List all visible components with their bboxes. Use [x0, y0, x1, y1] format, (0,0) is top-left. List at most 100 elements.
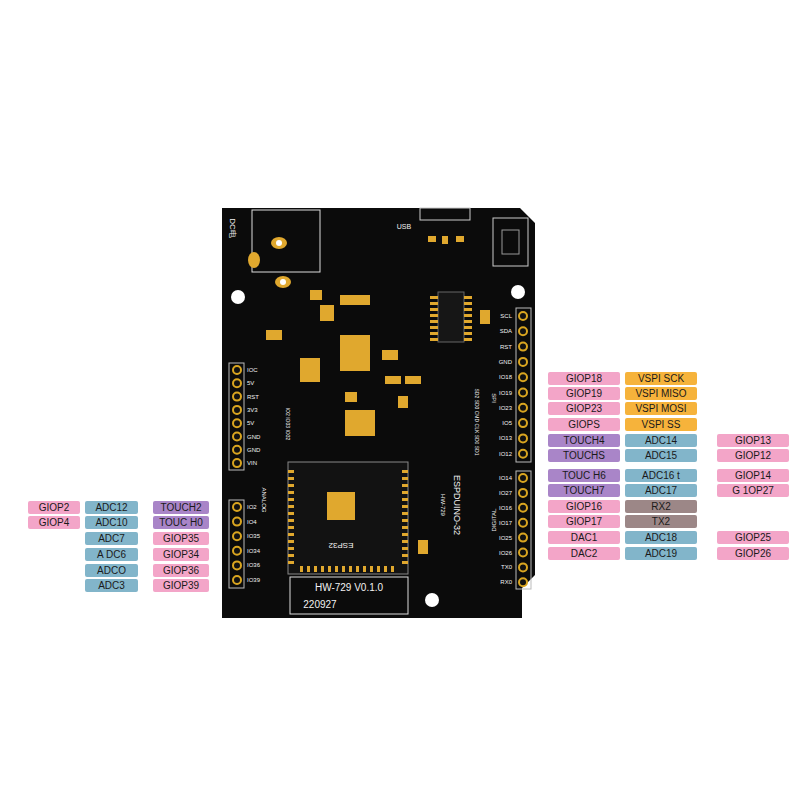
usb-connector [420, 208, 470, 220]
pin-function: GIOP18 [566, 373, 602, 384]
header-pin [519, 474, 527, 482]
module-ground-pad [327, 492, 355, 520]
silkscreen-label: IO13 [499, 435, 512, 441]
pad-hole [276, 240, 282, 246]
header-pin [519, 419, 527, 427]
solder-pad [288, 477, 294, 480]
solder-pad [402, 561, 408, 564]
pin-tag: GIOP34 [153, 548, 209, 561]
solder-pad [402, 477, 408, 480]
pin-tag: GIOP23 [548, 402, 620, 415]
solder-pad [402, 470, 408, 473]
pin-tag: TOUC H0 [153, 516, 209, 529]
solder-pad [349, 566, 352, 572]
silkscreen-label: IO4 [247, 519, 257, 525]
pin-function: TOUCH2 [161, 502, 202, 513]
pin-function: VSPI MISO [635, 388, 686, 399]
header-pin [519, 504, 527, 512]
silkscreen-label: IO16 [499, 505, 512, 511]
header-pin [519, 343, 527, 351]
solder-pad [321, 566, 324, 572]
solder-pad [391, 566, 394, 572]
silkscreen-label: IO35 [247, 533, 260, 539]
silkscreen-label: IO12 [499, 451, 512, 457]
pin-function: GIOP34 [163, 549, 199, 560]
solder-pad [300, 566, 303, 572]
solder-pad [342, 566, 345, 572]
silkscreen-label: IO25 [499, 535, 512, 541]
pin-function: GIOP26 [735, 548, 771, 559]
solder-pad [288, 505, 294, 508]
pin-function: VSPI SCK [638, 373, 684, 384]
pad-hole [280, 279, 286, 285]
solder-pad [430, 308, 438, 311]
solder-pad [363, 566, 366, 572]
header-pin [233, 379, 241, 387]
solder-pad [464, 308, 472, 311]
silkscreen-label: RST [500, 344, 512, 350]
pcb-outline [222, 208, 535, 618]
header-pin [233, 366, 241, 374]
pin-tag: ADC3 [85, 579, 138, 592]
silkscreen-label: HW-729 [440, 494, 446, 516]
pin-tag: GIOP13 [717, 434, 789, 447]
solder-pad [288, 561, 294, 564]
solder-pad [356, 566, 359, 572]
pin-function: RX2 [651, 501, 670, 512]
solder-pad [402, 547, 408, 550]
pin-function: GIOP35 [163, 533, 199, 544]
header-pin [233, 393, 241, 401]
header-pin [519, 389, 527, 397]
header-outline [516, 308, 531, 462]
pin-tag: VSPI SS [625, 418, 697, 431]
pin-function: ADC14 [645, 435, 677, 446]
solder-pad [402, 540, 408, 543]
silkscreen-label: DC电 [228, 218, 236, 238]
header-pin [233, 561, 241, 569]
pin-tag: DAC2 [548, 547, 620, 560]
solder-pad [464, 296, 472, 299]
header-pin [233, 503, 241, 511]
solder-pad [288, 470, 294, 473]
pin-function: TOUC H6 [562, 470, 606, 481]
solder-pad [402, 505, 408, 508]
solder-pad [464, 302, 472, 305]
pin-function: VSPI MOSI [635, 403, 686, 414]
header-pin [519, 358, 527, 366]
reset-button [493, 218, 528, 266]
pin-tag: ADC10 [85, 516, 138, 529]
silkscreen-label: GND [247, 434, 260, 440]
header-pin [519, 549, 527, 557]
silkscreen-label: HW-729 V0.1.0 [315, 583, 383, 593]
pin-function: GIOP16 [566, 501, 602, 512]
silkscreen-label: IO17 [499, 520, 512, 526]
pin-tag: GIOP35 [153, 532, 209, 545]
header-pin [519, 373, 527, 381]
header-pin [519, 312, 527, 320]
solder-pad [314, 566, 317, 572]
header-pin [233, 576, 241, 584]
pin-function: GIOP2 [39, 502, 70, 513]
header-outline [516, 471, 531, 589]
pin-tag: TOUCH7 [548, 484, 620, 497]
header-outline [229, 500, 244, 588]
dc-jack-pad [275, 276, 291, 288]
solder-pad [328, 566, 331, 572]
solder-pad [430, 338, 438, 341]
pin-tag: GIOP4 [28, 516, 80, 529]
pin-tag: GIOP26 [717, 547, 789, 560]
pin-function: ADC17 [645, 485, 677, 496]
solder-pad [430, 296, 438, 299]
solder-pad [384, 566, 387, 572]
header-pin [519, 404, 527, 412]
silkscreen-label: RST [247, 394, 259, 400]
pin-function: TOUCH7 [564, 485, 605, 496]
header-pin [519, 450, 527, 458]
pin-tag: ADC16 t [625, 469, 697, 482]
reset-button-cap [502, 230, 519, 254]
pin-tag: VSPI MISO [625, 387, 697, 400]
pin-tag: TOUCH2 [153, 501, 209, 514]
silkscreen-label: IO34 [247, 548, 260, 554]
silkscreen-label: IO39 [247, 577, 260, 583]
solder-pad [335, 566, 338, 572]
